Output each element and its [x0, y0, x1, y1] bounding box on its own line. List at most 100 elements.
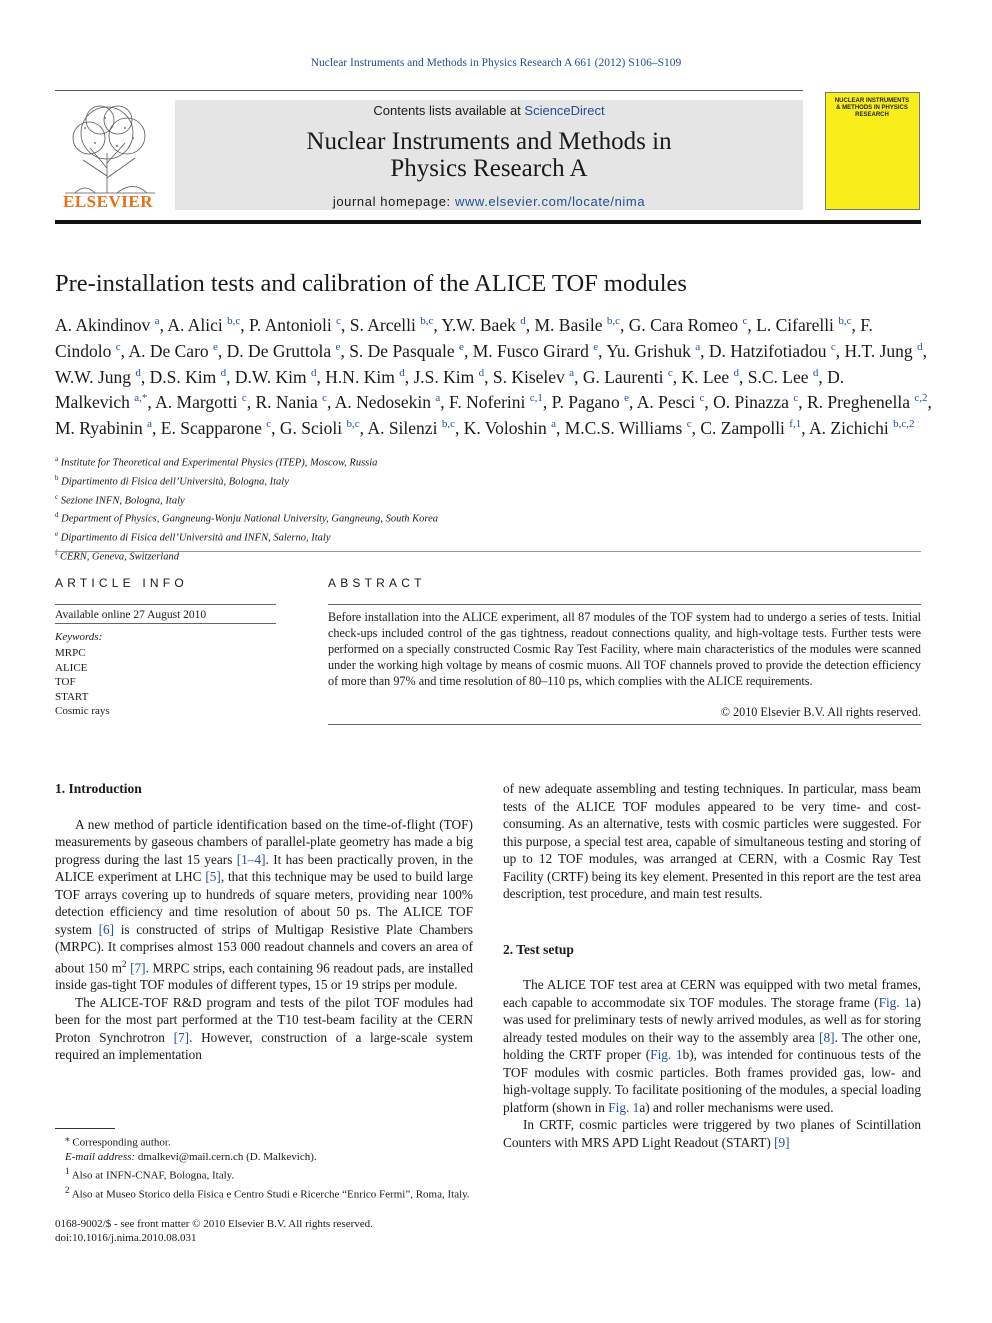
sciencedirect-link[interactable]: ScienceDirect [524, 103, 605, 118]
author-name: E. Scapparone [160, 418, 267, 439]
author-affiliation-marker[interactable]: d [520, 315, 526, 327]
figure-link[interactable]: Fig. 1 [650, 1047, 683, 1062]
author-name: A. Pesci [636, 392, 700, 413]
author-affiliation-marker[interactable]: d [311, 366, 317, 379]
author-affiliation-marker[interactable]: a [154, 315, 160, 327]
author-affiliation-marker[interactable]: b,c [441, 418, 455, 431]
body-paragraph: In CRTF, cosmic particles were triggered… [503, 1117, 921, 1150]
author-affiliation-marker[interactable]: a [569, 366, 575, 379]
author-name: R. Nania [255, 392, 323, 413]
author-affiliation-marker[interactable]: c [742, 315, 748, 327]
author-affiliation-marker[interactable]: e [459, 340, 464, 353]
author-name: F. Noferini [449, 392, 530, 413]
citation-link[interactable]: [8] [819, 1029, 835, 1045]
journal-title-line2: Physics Research A [390, 155, 588, 182]
author-affiliation-marker[interactable]: c [686, 418, 692, 431]
keyword: START [55, 690, 89, 703]
citation-link[interactable]: [6] [98, 921, 115, 937]
footnote-1: 1 Also at INFN-CNAF, Bologna, Italy. [65, 1166, 235, 1182]
article-info-rule [55, 604, 276, 605]
author-affiliation-marker[interactable]: c [266, 418, 272, 431]
header-rule [55, 90, 803, 91]
journal-title: Nuclear Instruments and Methods in Physi… [175, 128, 803, 182]
author-name: A. Margotti [155, 392, 242, 413]
author-affiliation-marker[interactable]: d [812, 366, 819, 379]
author-name: H.T. Jung [844, 340, 918, 361]
author-name: G. Cara Romeo [628, 314, 743, 335]
author-name: W.W. Jung [55, 366, 136, 387]
homepage-prefix: journal homepage: [332, 194, 455, 209]
author-name: Y.W. Baek [441, 314, 521, 335]
section-divider [55, 551, 921, 552]
author-affiliation-marker[interactable]: a,* [134, 392, 148, 405]
author-affiliation-marker[interactable]: c [115, 340, 121, 353]
author-affiliation-marker[interactable]: f,1 [789, 418, 802, 431]
author-affiliation-marker[interactable]: d [478, 366, 485, 379]
author-name: A. De Caro [128, 340, 214, 361]
issn-line: 0168-9002/$ - see front matter © 2010 El… [55, 1218, 373, 1230]
journal-cover-image [825, 92, 920, 210]
author-affiliation-marker[interactable]: e [213, 340, 218, 353]
footnote-2: 2 Also at Museo Storico della Fisica e C… [65, 1185, 470, 1201]
author-name: M. Fusco Girard [472, 340, 594, 361]
available-online: Available online 27 August 2010 [55, 609, 207, 621]
article-info-rule [55, 623, 276, 624]
author-affiliation-marker[interactable]: b,c [838, 315, 852, 327]
author-affiliation-marker[interactable]: d [135, 366, 141, 379]
author-name: Yu. Grishuk [606, 340, 696, 361]
doi-line[interactable]: doi:10.1016/j.nima.2010.08.031 [55, 1232, 197, 1245]
contents-line: Contents lists available at ScienceDirec… [175, 103, 803, 118]
author-affiliation-marker[interactable]: e [624, 392, 629, 405]
paper-title: Pre-installation tests and calibration o… [55, 270, 687, 297]
figure-link[interactable]: Fig. 1 [608, 1099, 640, 1115]
author-affiliation-marker[interactable]: c [322, 392, 327, 405]
author-affiliation-marker[interactable]: d [399, 366, 405, 379]
author-affiliation-marker[interactable]: c [241, 392, 247, 405]
author-affiliation-marker[interactable]: c [699, 392, 705, 405]
author-affiliation-marker[interactable]: a [435, 392, 441, 405]
author-affiliation-marker[interactable]: c [336, 315, 341, 327]
author-affiliation-marker[interactable]: d [917, 340, 923, 353]
author-affiliation-marker[interactable]: b,c [420, 315, 434, 327]
author-affiliation-marker[interactable]: c [793, 392, 799, 405]
author-name: M. Ryabinin [55, 418, 148, 439]
footnote-corresponding: ⁎ Corresponding author. [65, 1133, 171, 1149]
author-affiliation-marker[interactable]: c,2 [914, 392, 928, 405]
footnotes: ⁎ Corresponding author. E-mail address: … [55, 1131, 475, 1202]
running-head[interactable]: Nuclear Instruments and Methods in Physi… [310, 57, 682, 69]
citation-link[interactable]: [5] [205, 869, 221, 884]
author-name: S. Arcelli [349, 314, 421, 335]
author-affiliation-marker[interactable]: c [667, 366, 673, 379]
author-affiliation-marker[interactable]: b,c [227, 315, 241, 327]
author-affiliation-marker[interactable]: b,c,2 [893, 418, 915, 431]
author-affiliation-marker[interactable]: d [733, 366, 740, 379]
contents-prefix: Contents lists available at [373, 103, 525, 118]
author-affiliation-marker[interactable]: b,c [346, 418, 360, 431]
author-affiliation-marker[interactable]: a [695, 340, 701, 353]
citation-link[interactable]: [7] [130, 959, 146, 975]
author-affiliation-marker[interactable]: e [335, 340, 341, 353]
figure-link[interactable]: Fig. 1 [878, 994, 911, 1010]
author-affiliation-marker[interactable]: b,c [606, 315, 621, 327]
homepage-link[interactable]: www.elsevier.com/locate/nima [454, 194, 646, 209]
author-affiliation-marker[interactable]: d [220, 366, 227, 379]
author-name: G. Scioli [279, 418, 347, 439]
affiliation-list: a Institute for Theoretical and Experime… [55, 452, 755, 565]
author-affiliation-marker[interactable]: c [830, 340, 836, 353]
citation-link[interactable]: [1–4] [236, 851, 266, 867]
citation-link[interactable]: [7] [173, 1029, 190, 1045]
author-affiliation-marker[interactable]: c,1 [529, 392, 543, 405]
author-name: D. Hatzifotiadou [708, 340, 831, 361]
article-info-heading: ARTICLE INFO [55, 576, 188, 590]
keyword: MRPC [55, 647, 86, 659]
author-affiliation-marker[interactable]: a [147, 418, 153, 431]
affiliation: c Sezione INFN, Bologna, Italy [55, 492, 185, 507]
elsevier-tree-icon [65, 105, 155, 194]
author-list: A. Akindinov a, A. Alici b,c, P. Antonio… [55, 314, 932, 439]
citation-link[interactable]: [9] [774, 1134, 790, 1150]
journal-banner [175, 100, 803, 210]
author-affiliation-marker[interactable]: a [551, 418, 556, 431]
author-affiliation-marker[interactable]: e [593, 340, 599, 353]
keyword: ALICE [55, 661, 88, 674]
author-name: F. Cindolo [55, 314, 873, 361]
